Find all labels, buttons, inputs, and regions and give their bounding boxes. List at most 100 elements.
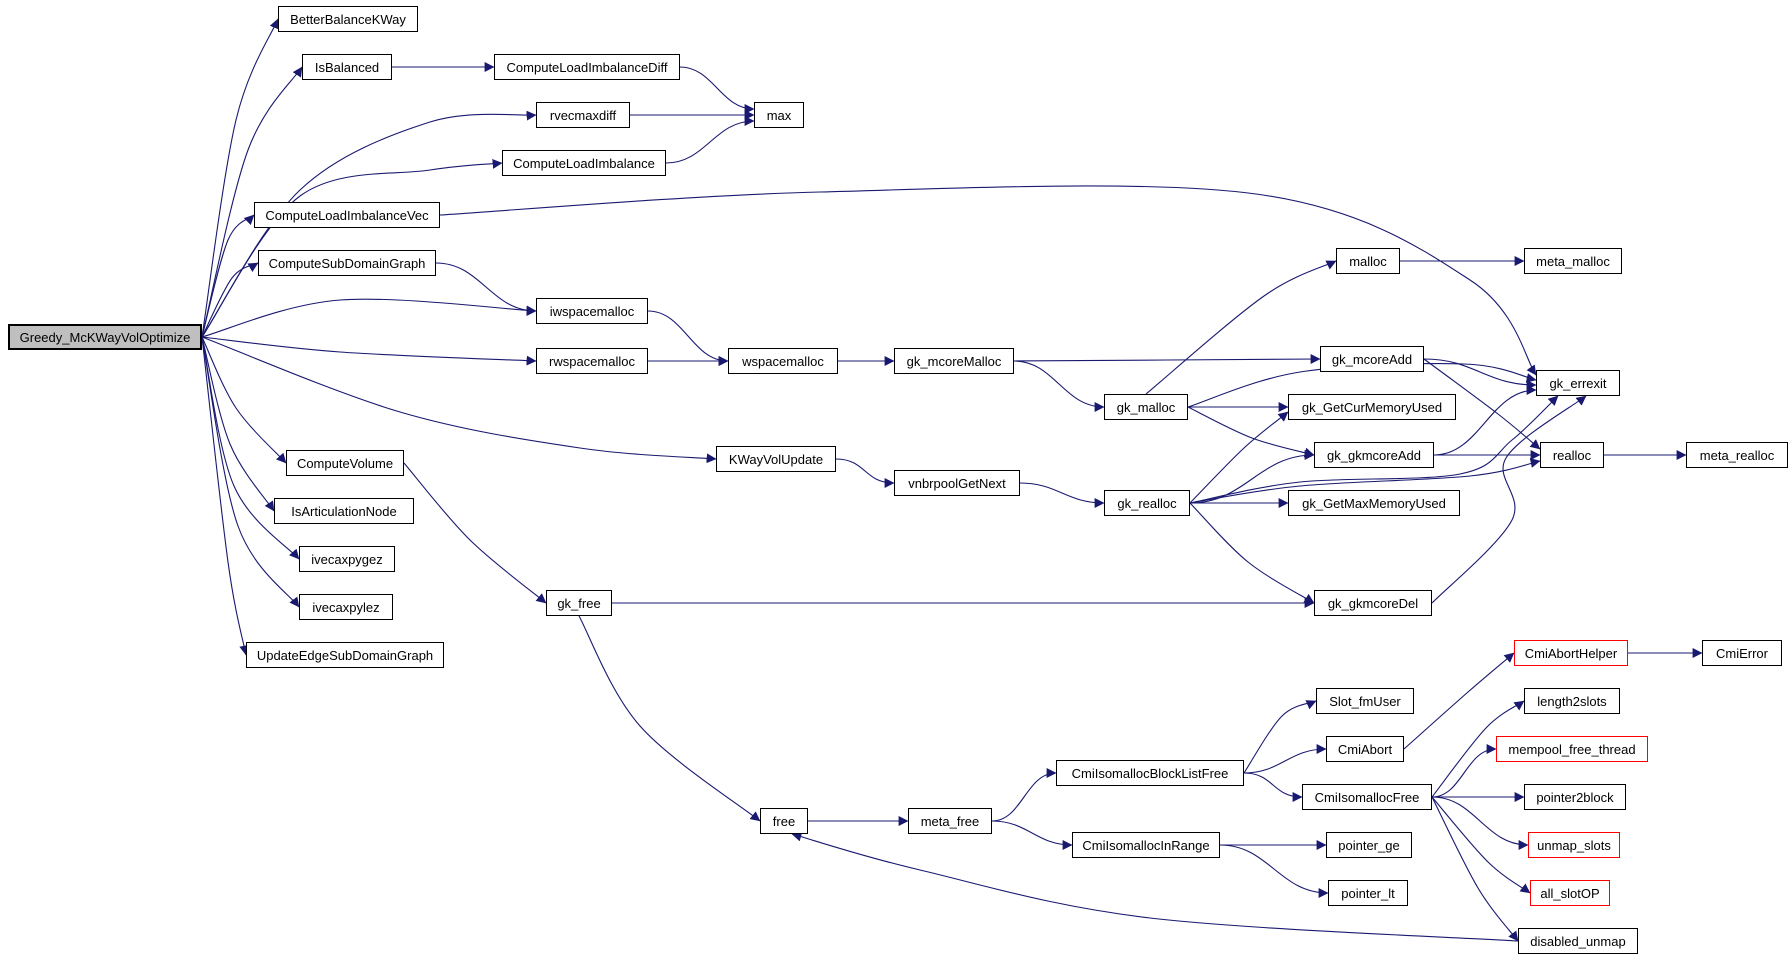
graph-node-meta_realloc[interactable]: meta_realloc xyxy=(1686,442,1788,468)
graph-node-realloc[interactable]: realloc xyxy=(1540,442,1604,468)
graph-node-gk_free[interactable]: gk_free xyxy=(546,590,612,616)
graph-node-CmiIsomallocBlockListFree[interactable]: CmiIsomallocBlockListFree xyxy=(1056,760,1244,786)
graph-node-CmiError[interactable]: CmiError xyxy=(1702,640,1782,666)
graph-node-ComputeLoadImbalance[interactable]: ComputeLoadImbalance xyxy=(502,150,666,176)
call-edge-gk_realloc-to-gk_GetCurMemoryUsed xyxy=(1189,411,1289,504)
graph-node-gk_GetCurMemoryUsed[interactable]: gk_GetCurMemoryUsed xyxy=(1288,394,1456,420)
graph-node-label: UpdateEdgeSubDomainGraph xyxy=(256,647,434,663)
graph-node-rwspacemalloc[interactable]: rwspacemalloc xyxy=(536,348,648,374)
graph-node-CmiIsomallocInRange[interactable]: CmiIsomallocInRange xyxy=(1072,832,1220,858)
graph-node-label: gk_realloc xyxy=(1117,495,1177,511)
call-edge-CmiIsomallocFree-to-disabled_unmap xyxy=(1431,796,1519,942)
graph-node-gk_errexit[interactable]: gk_errexit xyxy=(1536,370,1620,396)
call-edge-ComputeVolume-to-gk_free xyxy=(403,462,547,604)
call-edge-Greedy_McKWayVolOptimize-to-IsArticulationNode xyxy=(201,336,275,512)
call-edge-gk_mcoreMalloc-to-gk_mcoreAdd xyxy=(1013,354,1321,364)
graph-node-free[interactable]: free xyxy=(760,808,808,834)
graph-node-wspacemalloc[interactable]: wspacemalloc xyxy=(728,348,838,374)
call-edge-CmiIsomallocBlockListFree-to-CmiAbort xyxy=(1243,744,1327,774)
graph-node-all_slotOP[interactable]: all_slotOP xyxy=(1530,880,1610,906)
graph-node-meta_malloc[interactable]: meta_malloc xyxy=(1524,248,1622,274)
graph-node-ivecaxpylez[interactable]: ivecaxpylez xyxy=(299,594,393,620)
graph-node-label: vnbrpoolGetNext xyxy=(908,475,1006,491)
graph-node-IsBalanced[interactable]: IsBalanced xyxy=(302,54,392,80)
graph-node-label: gk_mcoreAdd xyxy=(1331,351,1413,367)
call-edge-meta_free-to-CmiIsomallocInRange xyxy=(991,820,1073,850)
graph-node-label: CmiError xyxy=(1716,645,1768,661)
graph-node-label: disabled_unmap xyxy=(1530,933,1626,949)
call-edge-meta_free-to-CmiIsomallocBlockListFree xyxy=(991,768,1057,822)
graph-node-pointer_lt[interactable]: pointer_lt xyxy=(1328,880,1408,906)
graph-node-Greedy_McKWayVolOptimize[interactable]: Greedy_McKWayVolOptimize xyxy=(8,324,202,350)
graph-node-label: ComputeVolume xyxy=(296,455,394,471)
graph-node-disabled_unmap[interactable]: disabled_unmap xyxy=(1518,928,1638,954)
graph-node-label: rvecmaxdiff xyxy=(549,107,617,123)
graph-node-label: gk_free xyxy=(557,595,601,611)
graph-node-mempool_free_thread[interactable]: mempool_free_thread xyxy=(1496,736,1648,762)
graph-node-CmiAbort[interactable]: CmiAbort xyxy=(1326,736,1404,762)
graph-node-gk_malloc[interactable]: gk_malloc xyxy=(1104,394,1188,420)
call-edge-Greedy_McKWayVolOptimize-to-ComputeVolume xyxy=(201,336,287,464)
graph-node-gk_gkmcoreDel[interactable]: gk_gkmcoreDel xyxy=(1314,590,1432,616)
call-edge-gk_realloc-to-gk_gkmcoreDel xyxy=(1189,502,1315,604)
call-edge-CmiAbort-to-CmiAbortHelper xyxy=(1403,652,1515,750)
graph-node-unmap_slots[interactable]: unmap_slots xyxy=(1528,832,1620,858)
graph-node-ComputeLoadImbalanceVec[interactable]: ComputeLoadImbalanceVec xyxy=(254,202,440,228)
graph-node-Slot_fmUser[interactable]: Slot_fmUser xyxy=(1316,688,1414,714)
graph-node-label: gk_mcoreMalloc xyxy=(906,353,1002,369)
graph-node-iwspacemalloc[interactable]: iwspacemalloc xyxy=(536,298,648,324)
graph-node-label: gk_GetMaxMemoryUsed xyxy=(1302,495,1446,511)
graph-node-label: ivecaxpygez xyxy=(311,551,383,567)
graph-node-ComputeSubDomainGraph[interactable]: ComputeSubDomainGraph xyxy=(258,250,436,276)
graph-node-CmiIsomallocFree[interactable]: CmiIsomallocFree xyxy=(1302,784,1432,810)
call-edge-CmiIsomallocBlockListFree-to-Slot_fmUser xyxy=(1243,700,1317,774)
graph-node-malloc[interactable]: malloc xyxy=(1336,248,1400,274)
graph-node-label: length2slots xyxy=(1537,693,1607,709)
graph-node-gk_GetMaxMemoryUsed[interactable]: gk_GetMaxMemoryUsed xyxy=(1288,490,1460,516)
call-edge-Greedy_McKWayVolOptimize-to-BetterBalanceKWay xyxy=(201,18,279,338)
graph-node-label: BetterBalanceKWay xyxy=(290,11,406,27)
call-edge-gk_realloc-to-gk_errexit xyxy=(1189,395,1559,504)
graph-node-gk_mcoreAdd[interactable]: gk_mcoreAdd xyxy=(1320,346,1424,372)
graph-node-CmiAbortHelper[interactable]: CmiAbortHelper xyxy=(1514,640,1628,666)
call-edge-gk_free-to-free xyxy=(578,615,761,822)
call-edge-gk_mcoreAdd-to-realloc xyxy=(1423,358,1541,450)
call-edge-gk_mcoreAdd-to-gk_errexit xyxy=(1423,358,1537,390)
graph-node-label: all_slotOP xyxy=(1540,885,1600,901)
graph-node-label: gk_gkmcoreAdd xyxy=(1327,447,1421,463)
graph-node-BetterBalanceKWay[interactable]: BetterBalanceKWay xyxy=(278,6,418,32)
graph-node-label: CmiAbort xyxy=(1337,741,1393,757)
graph-node-IsArticulationNode[interactable]: IsArticulationNode xyxy=(274,498,414,524)
call-edge-disabled_unmap-to-free xyxy=(791,831,1519,942)
graph-node-pointer2block[interactable]: pointer2block xyxy=(1524,784,1626,810)
call-edge-Greedy_McKWayVolOptimize-to-rwspacemalloc xyxy=(201,336,537,366)
graph-node-ivecaxpygez[interactable]: ivecaxpygez xyxy=(299,546,395,572)
graph-node-gk_mcoreMalloc[interactable]: gk_mcoreMalloc xyxy=(894,348,1014,374)
graph-node-max[interactable]: max xyxy=(754,102,804,128)
call-edge-gk_realloc-to-realloc xyxy=(1189,458,1541,504)
graph-node-vnbrpoolGetNext[interactable]: vnbrpoolGetNext xyxy=(894,470,1020,496)
graph-node-meta_free[interactable]: meta_free xyxy=(908,808,992,834)
call-edge-CmiIsomallocFree-to-unmap_slots xyxy=(1431,796,1529,850)
graph-node-ComputeLoadImbalanceDiff[interactable]: ComputeLoadImbalanceDiff xyxy=(494,54,680,80)
graph-node-label: rwspacemalloc xyxy=(549,353,635,369)
graph-node-length2slots[interactable]: length2slots xyxy=(1524,688,1620,714)
graph-node-label: IsArticulationNode xyxy=(291,503,397,519)
graph-node-gk_realloc[interactable]: gk_realloc xyxy=(1104,490,1190,516)
graph-node-label: pointer_ge xyxy=(1338,837,1400,853)
graph-node-KWayVolUpdate[interactable]: KWayVolUpdate xyxy=(716,446,836,472)
graph-node-gk_gkmcoreAdd[interactable]: gk_gkmcoreAdd xyxy=(1314,442,1434,468)
graph-node-label: meta_free xyxy=(920,813,980,829)
graph-node-UpdateEdgeSubDomainGraph[interactable]: UpdateEdgeSubDomainGraph xyxy=(246,642,444,668)
call-edge-iwspacemalloc-to-wspacemalloc xyxy=(647,310,729,366)
graph-node-ComputeVolume[interactable]: ComputeVolume xyxy=(286,450,404,476)
graph-node-label: gk_GetCurMemoryUsed xyxy=(1301,399,1443,415)
graph-node-label: CmiIsomallocInRange xyxy=(1082,837,1210,853)
graph-node-rvecmaxdiff[interactable]: rvecmaxdiff xyxy=(536,102,630,128)
call-edge-gk_gkmcoreAdd-to-gk_errexit xyxy=(1433,385,1537,456)
graph-node-label: pointer_lt xyxy=(1341,885,1395,901)
graph-node-pointer_ge[interactable]: pointer_ge xyxy=(1326,832,1412,858)
graph-node-label: gk_malloc xyxy=(1116,399,1176,415)
call-edge-vnbrpoolGetNext-to-gk_realloc xyxy=(1019,482,1105,508)
